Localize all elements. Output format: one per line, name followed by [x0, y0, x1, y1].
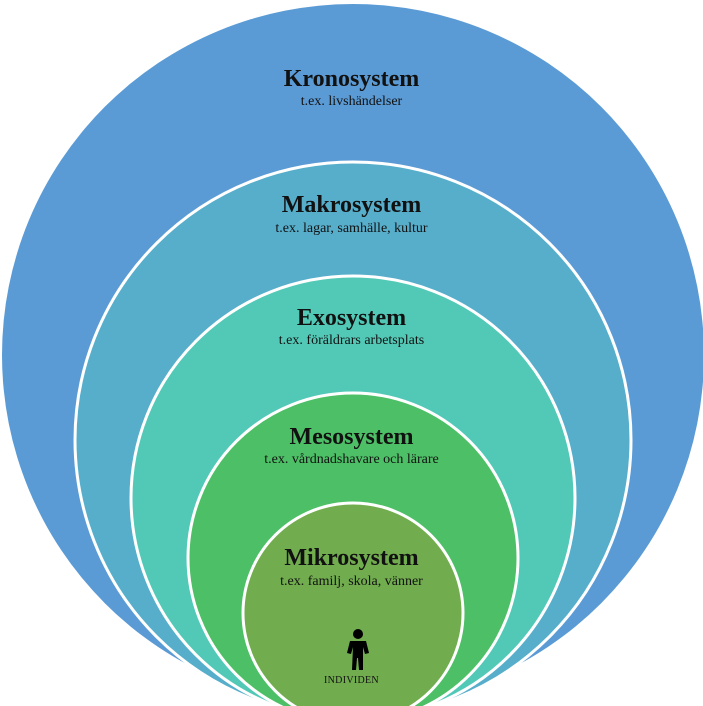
mikrosystem-subtitle: t.ex. familj, skola, vänner	[280, 574, 423, 589]
exosystem-subtitle: t.ex. föräldrars arbetsplats	[278, 333, 425, 348]
makrosystem-title: Makrosystem	[281, 192, 422, 218]
mesosystem-title: Mesosystem	[289, 424, 414, 450]
kronosystem-subtitle: t.ex. livshändelser	[300, 94, 403, 109]
kronosystem-title: Kronosystem	[283, 66, 420, 92]
exosystem-title: Exosystem	[296, 305, 407, 331]
makrosystem-subtitle: t.ex. lagar, samhälle, kultur	[275, 221, 428, 236]
mesosystem-subtitle: t.ex. vårdnadshavare och lärare	[264, 452, 439, 467]
mikrosystem-circle	[241, 501, 465, 706]
person-icon	[347, 629, 369, 670]
individen-label: INDIVIDEN	[324, 675, 379, 686]
mikrosystem-title: Mikrosystem	[284, 545, 419, 571]
